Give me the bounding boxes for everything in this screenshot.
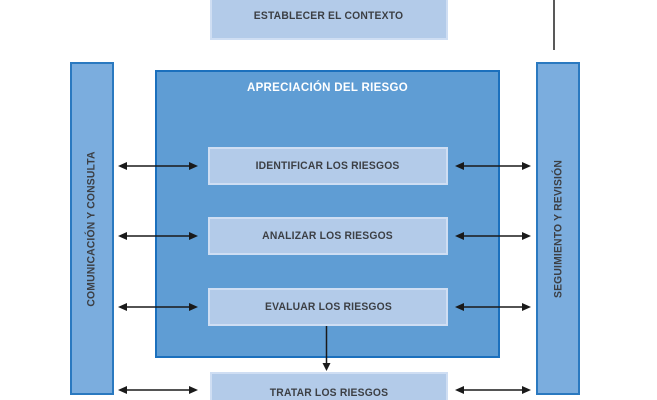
establish-context-box: ESTABLECER EL CONTEXTO (210, 0, 448, 40)
identify-risks-label: IDENTIFICAR LOS RIESGOS (256, 160, 400, 172)
top-right-connector-line (553, 0, 555, 50)
treat-risks-label: TRATAR LOS RIESGOS (269, 387, 389, 399)
identify-risks-box: IDENTIFICAR LOS RIESGOS (208, 147, 448, 185)
monitoring-review-label: SEGUIMIENTO Y REVISIÓN (552, 159, 565, 298)
communication-consultation-label: COMUNICACIÓN Y CONSULTA (86, 150, 98, 307)
evaluate-risks-label: EVALUAR LOS RIESGOS (264, 301, 392, 313)
risk-assessment-title: APRECIACIÓN DEL RIESGO (246, 82, 409, 94)
analyze-risks-label: ANALIZAR LOS RIESGOS (262, 230, 394, 242)
monitoring-review-bar: SEGUIMIENTO Y REVISIÓN (536, 62, 580, 395)
double-arrow-left-treat-icon (118, 386, 198, 394)
double-arrow-right-treat-icon (455, 386, 531, 394)
analyze-risks-box: ANALIZAR LOS RIESGOS (208, 217, 448, 255)
evaluate-risks-box: EVALUAR LOS RIESGOS (208, 288, 448, 326)
treat-risks-box: TRATAR LOS RIESGOS (210, 372, 448, 400)
establish-context-label: ESTABLECER EL CONTEXTO (254, 9, 404, 22)
communication-consultation-bar: COMUNICACIÓN Y CONSULTA (70, 62, 114, 395)
